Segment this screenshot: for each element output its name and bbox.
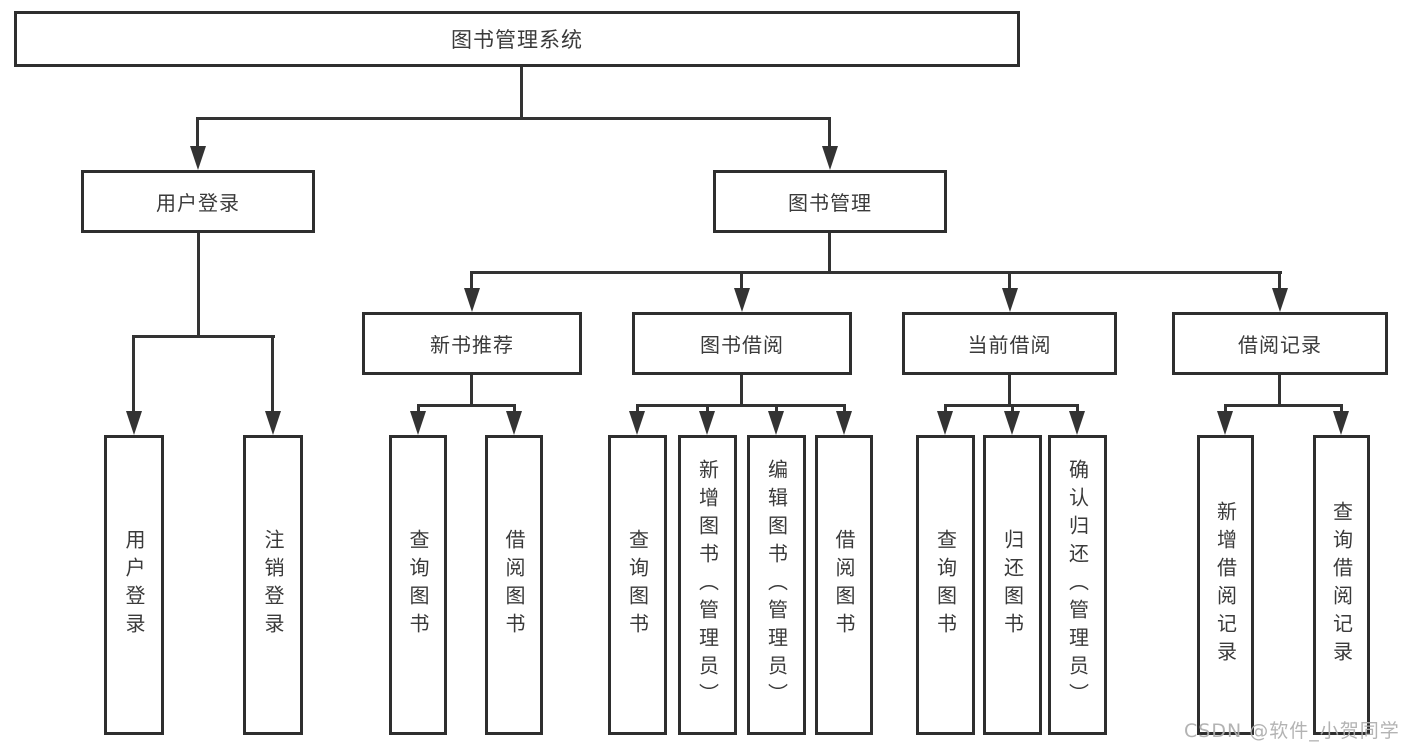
arrow-down-icon: [1217, 411, 1233, 435]
connector-line: [828, 233, 831, 273]
node-label: 图书借阅: [700, 333, 784, 357]
connector-line: [196, 117, 831, 120]
leaf-query-books-1: 查询图书: [389, 435, 447, 735]
connector-line: [828, 117, 831, 149]
arrow-down-icon: [1333, 411, 1349, 435]
connector-line: [944, 404, 947, 416]
leaf-confirm-return-admin: 确认归还（管理员）: [1048, 435, 1107, 735]
connector-line: [1076, 404, 1079, 416]
node-current-borrow: 当前借阅: [902, 312, 1117, 375]
connector-line: [1278, 375, 1281, 406]
connector-line: [1008, 375, 1011, 406]
connector-line: [740, 271, 743, 291]
connector-line: [636, 404, 846, 407]
node-label: 新书推荐: [430, 333, 514, 357]
arrow-down-icon: [1272, 288, 1288, 312]
leaf-user-login: 用户登录: [104, 435, 164, 735]
connector-line: [1008, 271, 1011, 291]
connector-line: [197, 233, 200, 337]
node-library-management-system: 图书管理系统: [14, 11, 1020, 67]
node-borrow-records: 借阅记录: [1172, 312, 1388, 375]
leaf-label: 查询图书: [406, 529, 430, 641]
leaf-query-borrow-record: 查询借阅记录: [1313, 435, 1370, 735]
leaf-label: 借阅图书: [832, 529, 856, 641]
arrow-down-icon: [265, 411, 281, 435]
connector-line: [520, 67, 523, 119]
connector-line: [740, 375, 743, 406]
arrow-down-icon: [410, 411, 426, 435]
arrow-down-icon: [1069, 411, 1085, 435]
arrow-down-icon: [1004, 411, 1020, 435]
connector-line: [417, 404, 516, 407]
leaf-label: 注销登录: [261, 529, 285, 641]
arrow-down-icon: [190, 146, 206, 170]
leaf-label: 借阅图书: [502, 529, 526, 641]
leaf-return-books: 归还图书: [983, 435, 1042, 735]
leaf-label: 用户登录: [122, 529, 146, 641]
node-user-login: 用户登录: [81, 170, 315, 233]
arrow-down-icon: [126, 411, 142, 435]
arrow-down-icon: [836, 411, 852, 435]
connector-line: [1224, 404, 1343, 407]
leaf-label: 查询借阅记录: [1329, 501, 1354, 669]
leaf-query-books-3: 查询图书: [916, 435, 975, 735]
arrow-down-icon: [822, 146, 838, 170]
arrow-down-icon: [1002, 288, 1018, 312]
leaf-label: 查询图书: [933, 529, 958, 641]
connector-line: [1224, 404, 1227, 416]
arrow-down-icon: [937, 411, 953, 435]
arrow-down-icon: [506, 411, 522, 435]
node-book-borrow: 图书借阅: [632, 312, 852, 375]
connector-line: [775, 404, 778, 416]
arrow-down-icon: [699, 411, 715, 435]
node-label: 图书管理: [788, 191, 872, 215]
connector-line: [417, 404, 420, 416]
connector-line: [706, 404, 709, 416]
arrow-down-icon: [768, 411, 784, 435]
leaf-add-borrow-record: 新增借阅记录: [1197, 435, 1254, 735]
connector-line: [636, 404, 639, 416]
node-label: 借阅记录: [1238, 333, 1322, 357]
node-book-management: 图书管理: [713, 170, 947, 233]
leaf-add-books-admin: 新增图书（管理员）: [678, 435, 737, 735]
connector-line: [1011, 404, 1014, 416]
node-label: 图书管理系统: [451, 28, 583, 52]
connector-line: [196, 117, 199, 149]
connector-line: [513, 404, 516, 416]
leaf-label: 归还图书: [1000, 529, 1025, 641]
leaf-label: 查询图书: [625, 529, 650, 641]
connector-line: [132, 335, 135, 413]
leaf-label: 新增图书（管理员）: [695, 459, 720, 711]
leaf-label: 确认归还（管理员）: [1065, 459, 1090, 711]
connector-line: [132, 335, 275, 338]
connector-line: [1278, 271, 1281, 291]
node-label: 当前借阅: [967, 333, 1052, 357]
leaf-borrow-books-2: 借阅图书: [815, 435, 873, 735]
node-label: 用户登录: [156, 191, 240, 215]
leaf-logout: 注销登录: [243, 435, 303, 735]
arrow-down-icon: [629, 411, 645, 435]
leaf-label: 新增借阅记录: [1213, 501, 1238, 669]
leaf-query-books-2: 查询图书: [608, 435, 667, 735]
connector-line: [843, 404, 846, 416]
leaf-edit-books-admin: 编辑图书（管理员）: [747, 435, 806, 735]
csdn-watermark: CSDN @软件_小贺同学: [1184, 720, 1400, 742]
leaf-borrow-books-1: 借阅图书: [485, 435, 543, 735]
arrow-down-icon: [734, 288, 750, 312]
connector-line: [271, 335, 274, 413]
connector-line: [1340, 404, 1343, 416]
connector-line: [470, 375, 473, 406]
arrow-down-icon: [464, 288, 480, 312]
leaf-label: 编辑图书（管理员）: [764, 459, 789, 711]
connector-line: [471, 271, 1282, 274]
node-new-book-recommend: 新书推荐: [362, 312, 582, 375]
connector-line: [470, 271, 473, 291]
